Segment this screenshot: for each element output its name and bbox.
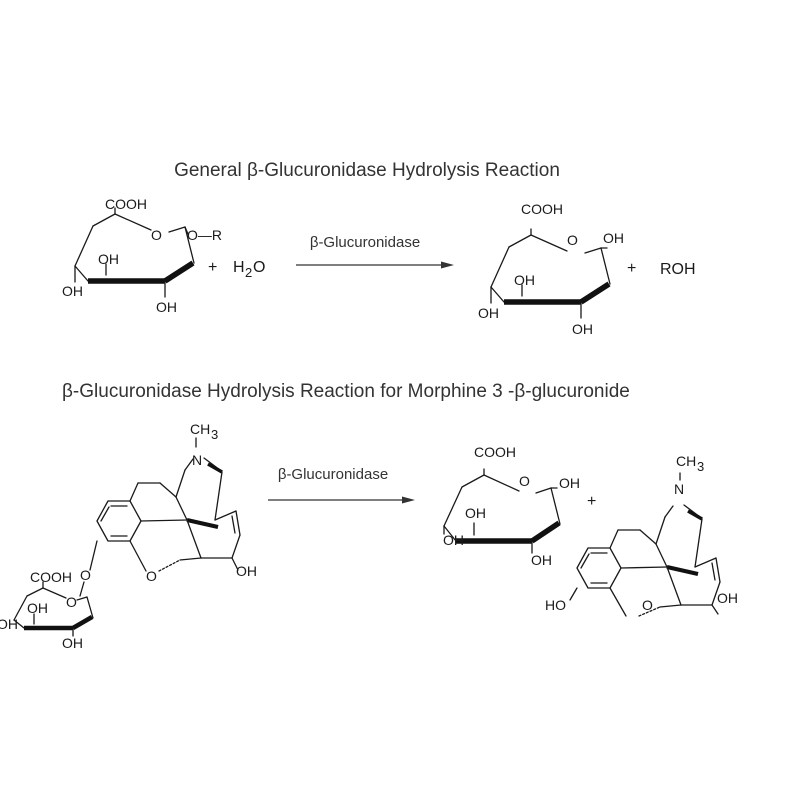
product-oh-label: OH <box>572 321 593 337</box>
enzyme-label: β-Glucuronidase <box>278 466 388 483</box>
product-cooh-label: COOH <box>521 201 563 217</box>
product-ring-o-label: O <box>519 473 530 489</box>
small-cooh-label: COOH <box>30 569 72 585</box>
water-h: H <box>233 259 245 276</box>
glucuronic-acid-product <box>443 468 561 554</box>
plus-sign: + <box>587 493 596 510</box>
product-oh-label: OH <box>514 272 535 288</box>
product-cooh-label: COOH <box>474 444 516 460</box>
methyl-subscript: 3 <box>211 427 218 442</box>
product-oh-label: OH <box>603 230 624 246</box>
morphine-product <box>569 472 721 617</box>
product-oh-label: OH <box>443 532 464 548</box>
plus-sign: + <box>208 259 217 276</box>
morphine-glucuronide-substrate <box>79 437 241 597</box>
small-oh-label: OH <box>62 635 83 651</box>
methyl-label: CH <box>676 453 696 469</box>
product-ring-o-label: O <box>567 232 578 248</box>
substrate-oh-label: OH <box>98 251 119 267</box>
ether-oxygen-label: O <box>642 597 653 613</box>
substrate-oh-label: OH <box>156 299 177 315</box>
morphine-reaction-title: β-Glucuronidase Hydrolysis Reaction for … <box>62 381 630 402</box>
plus-sign: + <box>627 260 636 277</box>
methyl-label: CH <box>190 421 210 437</box>
glycosidic-oxygen-label: O <box>80 567 91 583</box>
small-ring-o-label: O <box>66 594 77 610</box>
enzyme-label: β-Glucuronidase <box>310 234 420 251</box>
substrate-ring-o-label: O <box>151 227 162 243</box>
reaction-arrow <box>268 496 415 504</box>
ether-oxygen-label: O <box>146 568 157 584</box>
small-oh-label: OH <box>27 600 48 616</box>
nitrogen-label: N <box>674 481 684 497</box>
substrate-oh-label: OH <box>62 283 83 299</box>
roh-product: ROH <box>660 261 696 278</box>
glucuronide-substrate <box>74 207 195 298</box>
reaction-arrow <box>296 261 454 269</box>
product-oh-label: OH <box>531 552 552 568</box>
morphine-ho-label: HO <box>545 597 566 613</box>
product-oh-label: OH <box>478 305 499 321</box>
morphine-oh-label: OH <box>717 590 738 606</box>
small-glucuronide-ring <box>13 581 94 637</box>
water-subscript: 2 <box>245 265 252 280</box>
morphine-oh-label: OH <box>236 563 257 579</box>
nitrogen-label: N <box>192 452 202 468</box>
substrate-cooh-label: COOH <box>105 196 147 212</box>
glucuronic-acid-product <box>490 228 611 319</box>
product-oh-label: OH <box>465 505 486 521</box>
substrate-o-r-label: O—R <box>187 227 222 243</box>
small-oh-label: OH <box>0 616 18 632</box>
general-reaction-title: General β-Glucuronidase Hydrolysis React… <box>174 160 560 181</box>
water-o: O <box>253 259 265 276</box>
methyl-subscript: 3 <box>697 459 704 474</box>
product-oh-label: OH <box>559 475 580 491</box>
